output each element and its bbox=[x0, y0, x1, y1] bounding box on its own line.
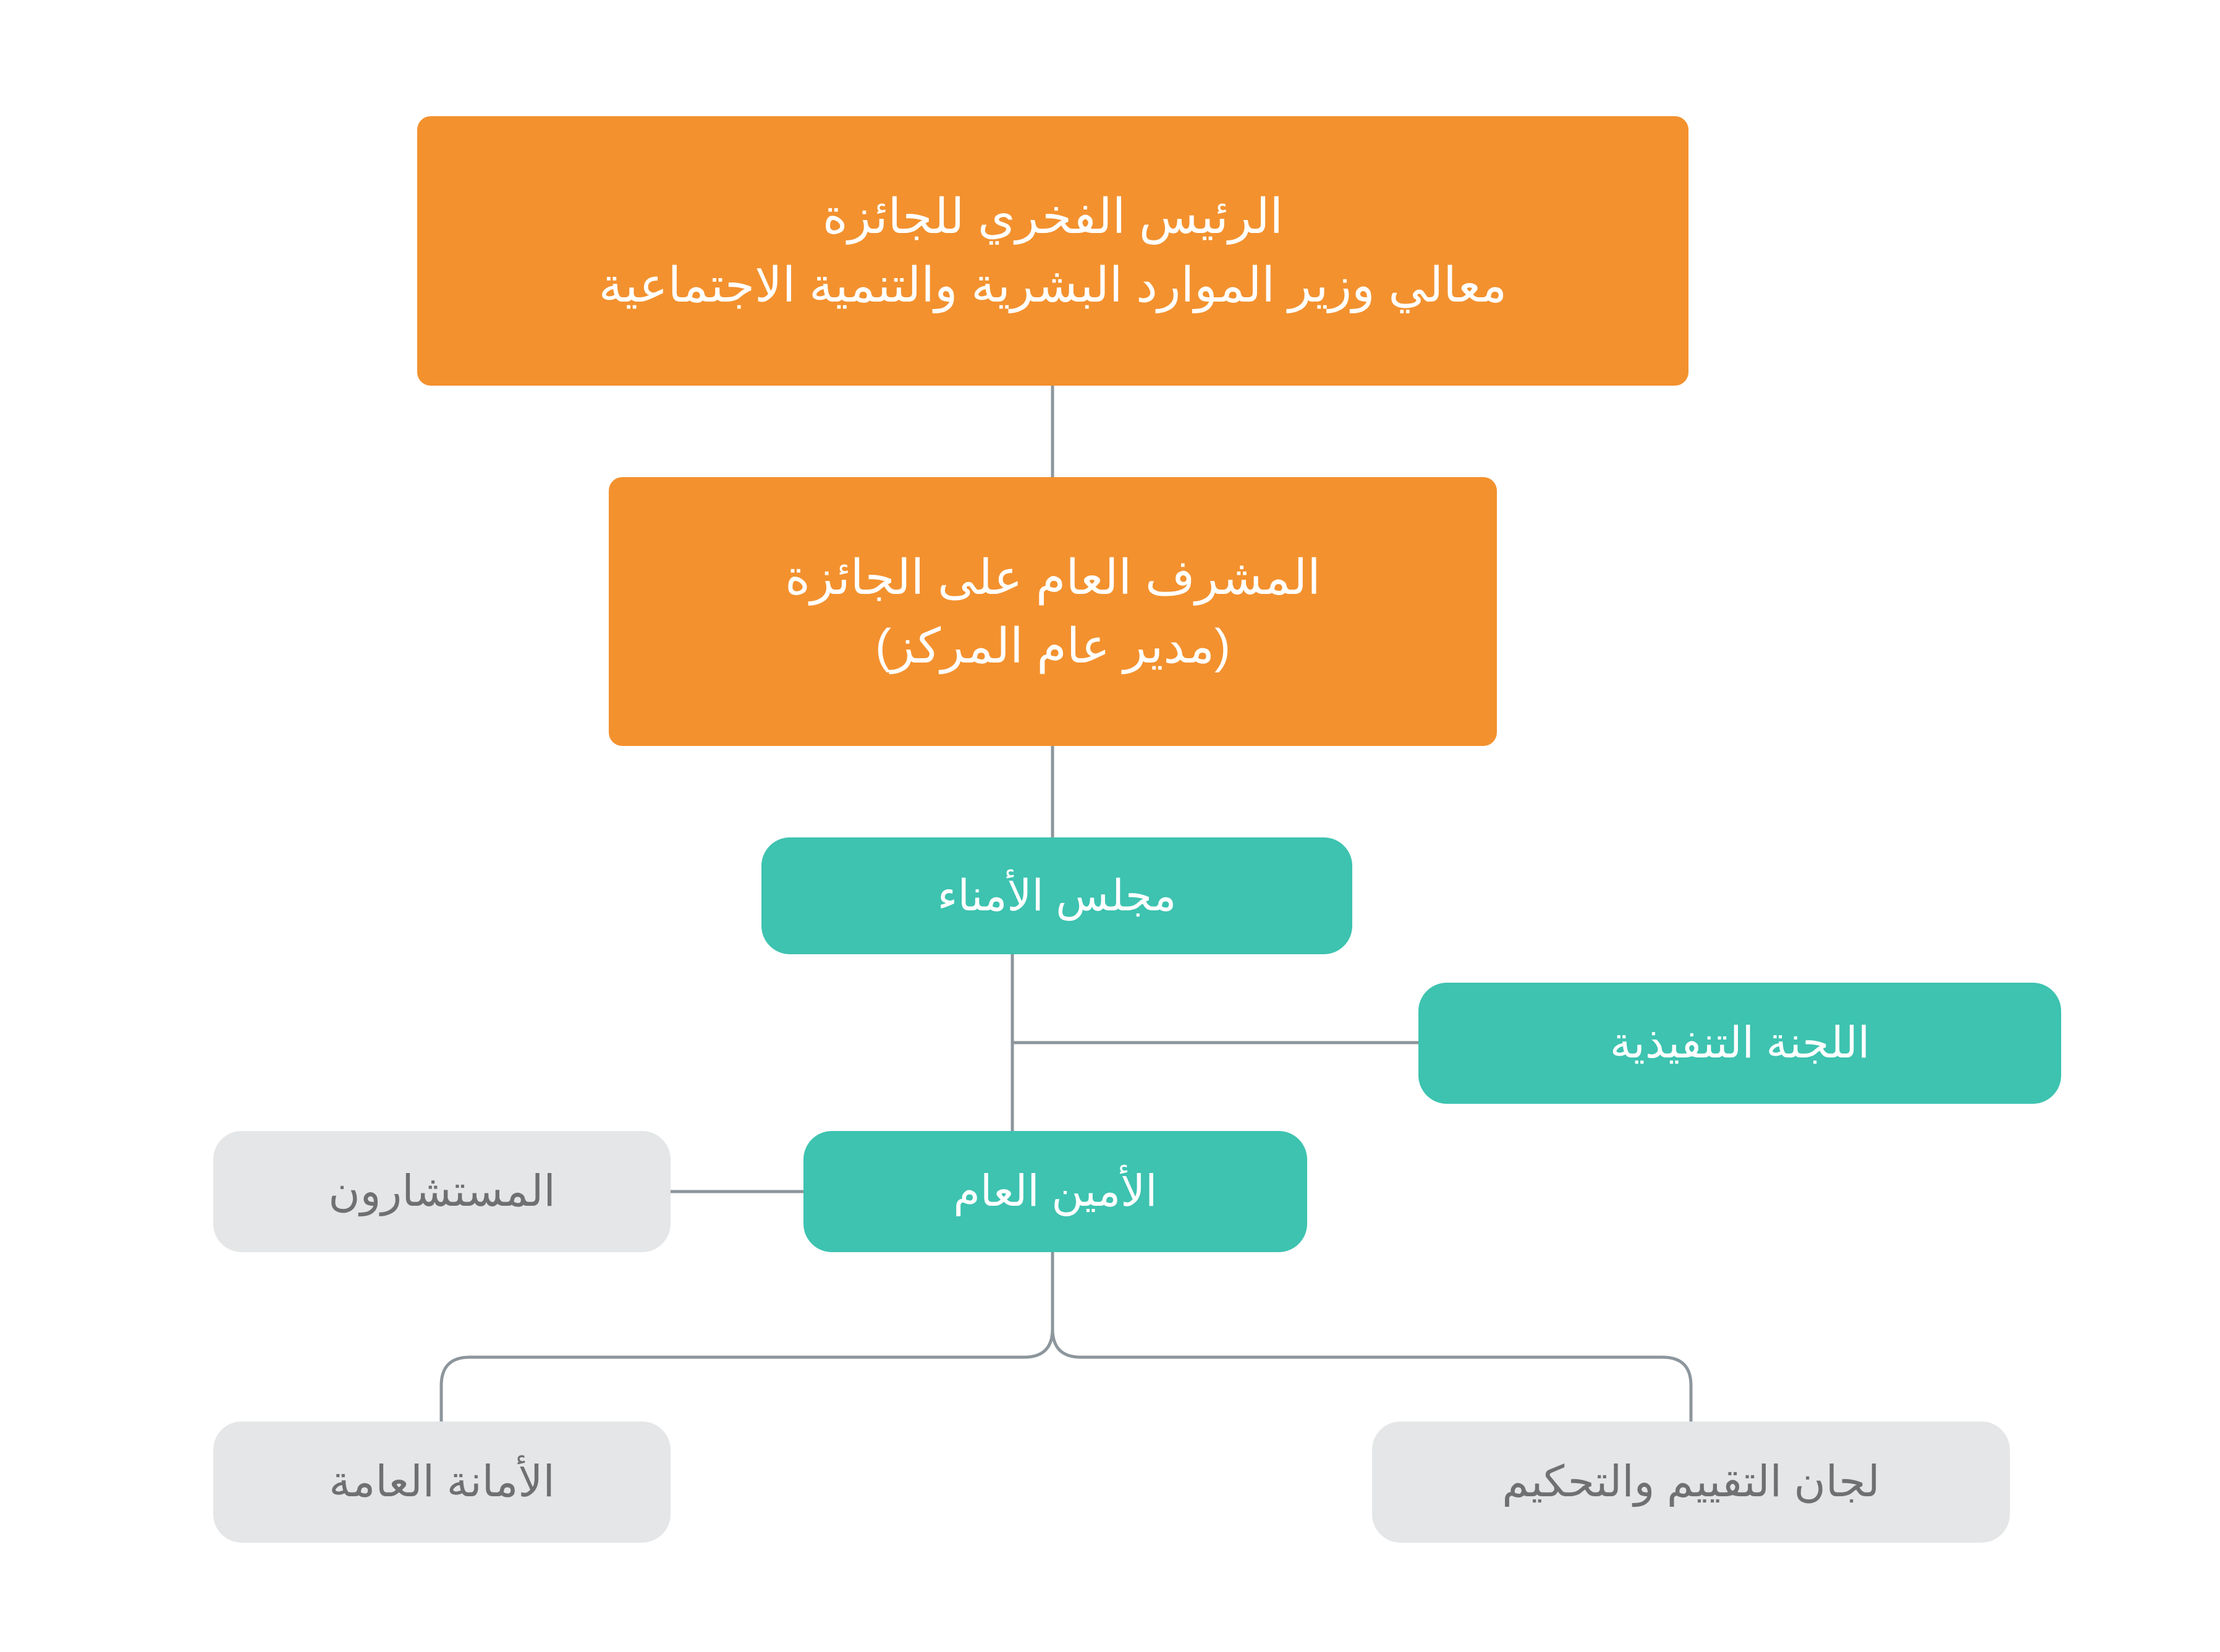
node-board-of-trustees[interactable]: مجلس الأمناء bbox=[761, 837, 1352, 954]
node-secretary-general[interactable]: الأمين العام bbox=[803, 1131, 1307, 1252]
connector-secretary-to-bottom-bus bbox=[439, 1252, 1054, 1421]
node-general-secretariat[interactable]: الأمانة العامة bbox=[213, 1421, 671, 1543]
node-executive-committee[interactable]: اللجنة التنفيذية bbox=[1418, 983, 2061, 1104]
node-executive-committee-label: اللجنة التنفيذية bbox=[1609, 1019, 1870, 1067]
node-general-supervisor-line1: المشرف العام على الجائزة bbox=[785, 549, 1321, 604]
node-general-supervisor[interactable]: المشرف العام على الجائزة (مدير عام المرك… bbox=[609, 477, 1497, 746]
node-honorary-president[interactable]: الرئيس الفخري للجائزة معالي وزير الموارد… bbox=[417, 116, 1688, 386]
node-evaluation-committees[interactable]: لجان التقييم والتحكيم bbox=[1372, 1421, 2010, 1543]
node-board-of-trustees-label: مجلس الأمناء bbox=[937, 871, 1177, 920]
node-general-supervisor-line2: (مدير عام المركز) bbox=[875, 618, 1231, 673]
node-honorary-president-line2: معالي وزير الموارد البشرية والتنمية الاج… bbox=[598, 258, 1507, 312]
node-honorary-president-line1: الرئيس الفخري للجائزة bbox=[822, 189, 1284, 244]
node-evaluation-committees-label: لجان التقييم والتحكيم bbox=[1502, 1457, 1880, 1506]
node-advisors[interactable]: المستشارون bbox=[213, 1131, 671, 1252]
node-general-secretariat-label: الأمانة العامة bbox=[329, 1457, 555, 1506]
node-secretary-general-label: الأمين العام bbox=[953, 1167, 1158, 1216]
node-advisors-label: المستشارون bbox=[328, 1167, 556, 1216]
connector-bottom-bus-right bbox=[1051, 1328, 1693, 1421]
